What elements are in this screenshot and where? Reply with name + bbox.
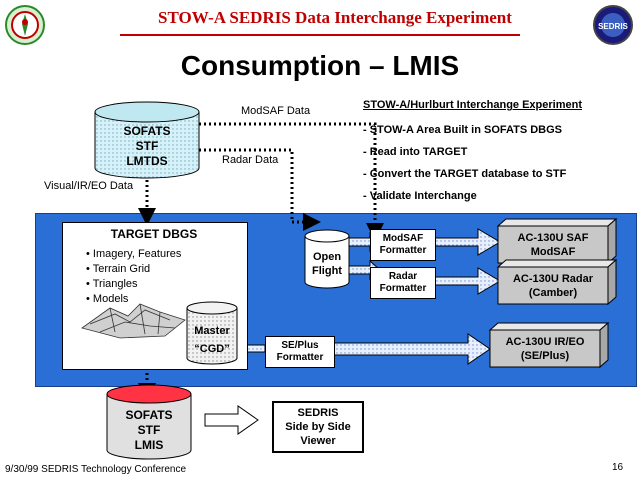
output-db-cylinder [106,384,192,460]
aircraft-ireo-label: AC-130U IR/EO (SE/Plus) [490,330,600,367]
aircraft-line: AC-130U Radar [512,272,594,285]
formatter-line: SE/Plus [281,340,319,351]
dbgs-item: • Models [86,293,129,305]
source-db-line: LMTDS [126,154,168,168]
modsaf-data-label: ModSAF Data [241,105,311,117]
page-number: 16 [612,462,624,473]
master-line: “CGD” [194,343,230,355]
dbgs-item: • Triangles [86,278,138,290]
master-line: Master [194,325,230,337]
aircraft-line: AC-130U SAF [517,231,589,244]
aircraft-line: (SE/Plus) [520,349,570,362]
stow-logo-icon [5,5,45,45]
open-flight-line: Open [312,251,342,263]
radar-data-label: Radar Data [222,154,279,166]
formatter-line: Formatter [379,245,427,256]
formatter-line: Radar [388,271,418,282]
aircraft-saf-label: AC-130U SAF ModSAF [498,226,608,263]
svg-text:SEDRIS: SEDRIS [598,22,628,31]
master-cgd-cylinder [186,301,238,365]
source-db-cylinder [94,101,200,179]
radar-formatter: Radar Formatter [370,267,436,299]
target-dbgs-title: TARGET DBGS [110,227,198,241]
page-title: Consumption – LMIS [180,50,460,81]
experiment-item: - Validate Interchange [363,190,477,202]
header-title: STOW-A SEDRIS Data Interchange Experimen… [158,8,512,27]
dbgs-item: • Terrain Grid [86,263,151,275]
visual-data-label: Visual/IR/EO Data [44,180,134,192]
aircraft-boxes [488,217,618,369]
output-db-line: LMIS [134,438,164,452]
output-db-line: STF [137,423,161,437]
modsaf-formatter: ModSAF Formatter [370,229,436,261]
experiment-item: - STOW-A Area Built in SOFATS DBGS [363,124,563,136]
viewer-line: Side by Side [285,421,351,433]
experiment-item: - Convert the TARGET database to STF [363,168,567,180]
aircraft-radar-label: AC-130U Radar (Camber) [498,267,608,304]
aircraft-line: ModSAF [530,245,576,258]
seplus-formatter: SE/Plus Formatter [265,336,335,368]
output-db-line: SOFATS [125,408,173,422]
footer-conference: 9/30/99 SEDRIS Technology Conference [5,464,187,475]
dbgs-item: • Imagery, Features [86,248,182,260]
formatter-line: Formatter [379,283,427,294]
header-rule [120,34,520,36]
aircraft-line: (Camber) [528,286,578,299]
terrain-mesh-icon [81,303,186,339]
formatter-line: Formatter [276,352,324,363]
dbgs-item-text: Terrain Grid [92,263,151,275]
experiment-item: - Read into TARGET [363,146,468,158]
open-flight-cylinder [304,229,350,289]
experiment-heading: STOW-A/Hurlburt Interchange Experiment [363,99,582,111]
open-flight-line: Flight [312,265,342,277]
source-db-label: SOFATS STF LMTDS [95,124,199,169]
formatter-line: ModSAF [382,233,424,244]
dbgs-item-text: Models [92,293,129,305]
viewer-line: Viewer [300,435,336,447]
dbgs-item-text: Imagery, Features [92,248,182,260]
sedris-seal-icon: SEDRIS [593,5,633,45]
source-db-line: STF [135,139,159,153]
master-cgd-label: Master “CGD” [187,322,237,358]
aircraft-line: AC-130U IR/EO [505,335,585,348]
dbgs-item-text: Triangles [92,278,138,290]
output-db-label: SOFATS STF LMIS [107,408,191,453]
viewer-line: SEDRIS [297,407,339,419]
open-flight-label: Open Flight [305,250,349,278]
sedris-viewer-box: SEDRIS Side by Side Viewer [272,401,364,453]
source-db-line: SOFATS [123,124,171,138]
